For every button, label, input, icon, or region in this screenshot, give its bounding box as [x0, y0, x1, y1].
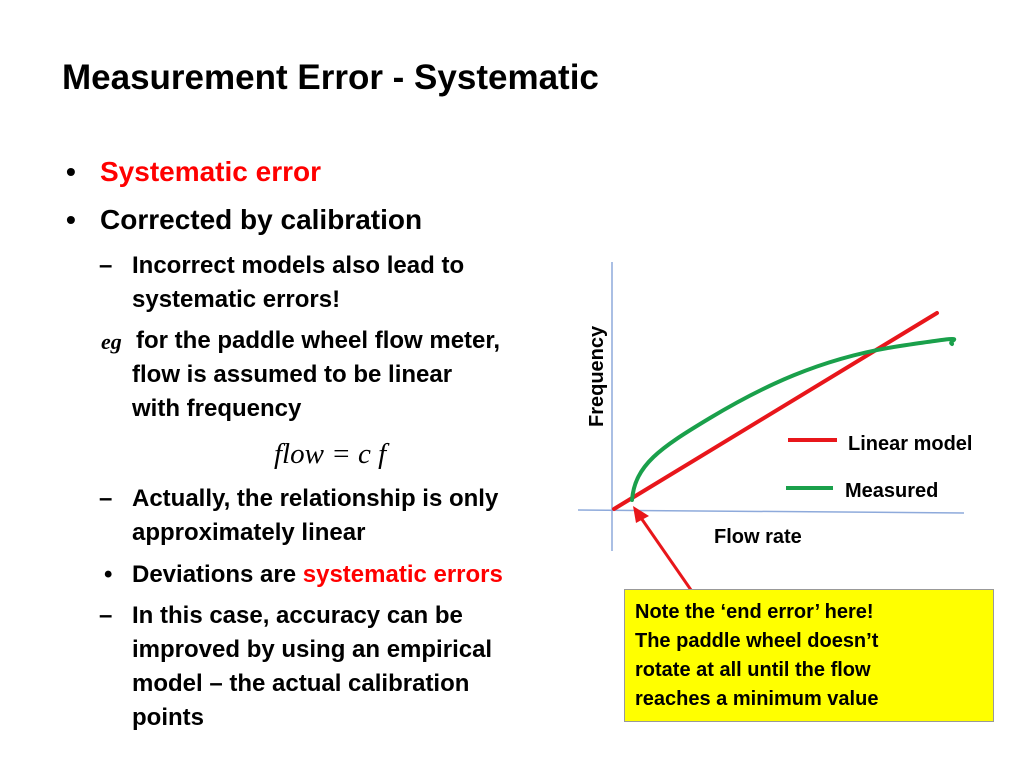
note-line4: reaches a minimum value — [635, 688, 879, 710]
sub-approximately-linear-line1: Actually, the relationship is only — [132, 485, 499, 512]
legend-label-measured: Measured — [845, 480, 938, 502]
eg-line1: for the paddle wheel flow meter, — [136, 327, 501, 354]
measured-curve — [630, 336, 957, 502]
sub-empirical-line3: model – the actual calibration — [132, 670, 470, 697]
y-axis-label: Frequency — [586, 325, 608, 427]
note-arrow-shaft — [637, 514, 693, 591]
legend-label-linear-model: Linear model — [848, 433, 972, 455]
sub-approximately-linear-line2: approximately linear — [132, 519, 366, 546]
x-axis — [577, 509, 965, 514]
note-line1: Note the ‘end error’ here! — [635, 601, 874, 623]
sub-empirical-line2: improved by using an empirical — [132, 636, 493, 663]
note-arrow-head — [633, 506, 649, 523]
bullet-corrected-by-calibration: Corrected by calibration — [100, 204, 423, 235]
eg-line2: flow is assumed to be linear — [132, 361, 453, 388]
note-line2: The paddle wheel doesn’t — [635, 630, 879, 652]
sub-incorrect-models-line1: Incorrect models also lead to — [132, 252, 465, 279]
x-axis-label: Flow rate — [714, 526, 802, 548]
sub-empirical-line4: points — [132, 704, 204, 731]
bullet-marker: • — [66, 204, 76, 235]
dash-marker: – — [99, 602, 113, 629]
slide-title: Measurement Error - Systematic — [62, 58, 599, 97]
end-error-note: Note the ‘end error’ here! The paddle wh… — [624, 589, 994, 722]
bullet-marker: • — [104, 561, 113, 588]
dash-marker: – — [99, 252, 113, 279]
sub-empirical-line1: In this case, accuracy can be — [132, 602, 463, 629]
note-line3: rotate at all until the flow — [635, 659, 871, 681]
dash-marker: – — [99, 485, 113, 512]
deviations-prefix: Deviations are — [132, 561, 303, 588]
eg-prefix: eg — [101, 329, 122, 354]
bullet-systematic-error: Systematic error — [100, 156, 322, 187]
bullet-marker: • — [66, 156, 76, 187]
eg-line3: with frequency — [132, 395, 302, 422]
sub-incorrect-models-line2: systematic errors! — [132, 286, 341, 313]
deviations-emphasis: systematic errors — [302, 561, 503, 588]
formula: flow = c f — [274, 438, 387, 470]
deviations-line: Deviations are systematic errors — [132, 561, 503, 589]
linear-model-line — [612, 311, 939, 511]
